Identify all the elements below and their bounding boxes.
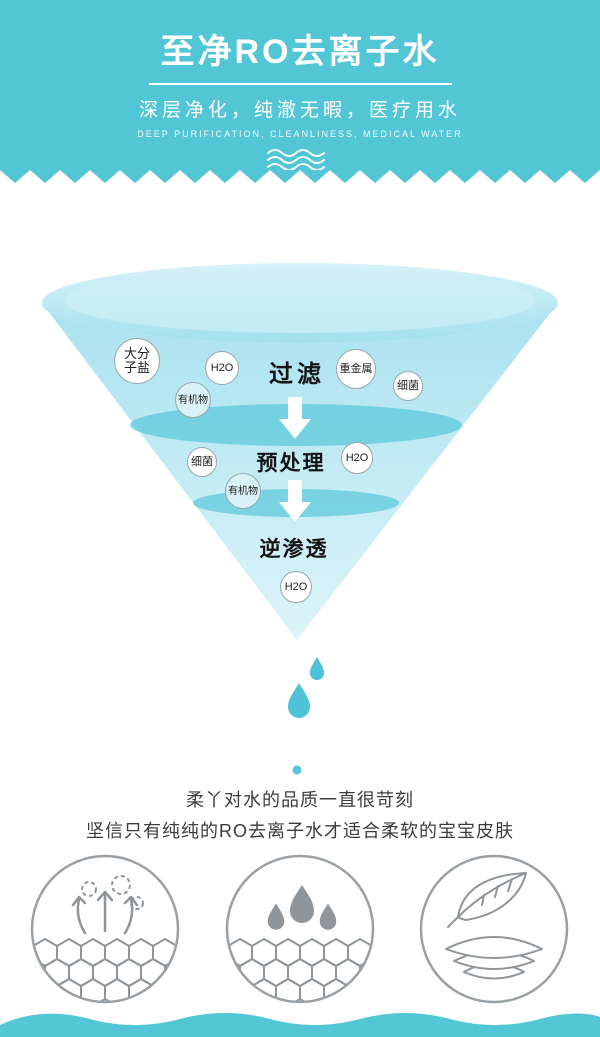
breathable-icon xyxy=(30,854,180,1004)
funnel-bubble-bacteria: 细菌 xyxy=(187,447,217,477)
water-drops-icon xyxy=(225,854,375,1004)
funnel-bubble-h2o: H2O xyxy=(280,571,312,603)
funnel-bubble-macromolecular-salt: 大分子盐 xyxy=(114,338,160,384)
funnel-graphic xyxy=(42,263,558,775)
arrow-down-icon xyxy=(279,397,311,439)
feature-soft xyxy=(418,853,570,1005)
water-dot xyxy=(292,765,302,775)
caption-line-1: 柔丫对水的品质一直很苛刻 xyxy=(186,790,414,810)
header-subtitle: 深层净化，纯澈无暇，医疗用水 xyxy=(138,100,461,121)
caption-line-2: 坚信只有纯纯的RO去离子水才适合柔软的宝宝皮肤 xyxy=(86,821,514,841)
funnel-cone xyxy=(42,303,558,640)
stage-label-filter: 过滤 xyxy=(269,361,325,388)
waves-icon xyxy=(0,147,600,178)
funnel-bubble-h2o: H2O xyxy=(205,351,239,385)
zigzag-edge xyxy=(0,170,600,183)
feature-breathable xyxy=(29,853,181,1005)
arrow-down-icon xyxy=(279,480,311,522)
funnel-bubble-h2o: H2O xyxy=(341,442,373,474)
feature-absorbent xyxy=(224,853,376,1005)
feather-soft-icon xyxy=(419,854,569,1004)
funnel-diagram: 过滤 预处理 逆渗透 大分子盐 H2O 重金属 细菌 有机物 细菌 H2O 有机… xyxy=(0,185,600,785)
stage-label-reverse-osmosis: 逆渗透 xyxy=(259,538,329,561)
funnel-bubble-organics: 有机物 xyxy=(175,382,211,418)
header-subtitle-en: Deep Purification, Cleanliness, Medical … xyxy=(137,129,463,139)
stage-label-pretreatment: 预处理 xyxy=(256,452,326,475)
funnel-bubble-bacteria: 细菌 xyxy=(393,371,423,401)
bottom-wave xyxy=(0,1013,600,1037)
water-drop-large-icon xyxy=(288,683,310,718)
header-banner: 至净RO去离子水 深层净化，纯澈无暇，医疗用水 Deep Purificatio… xyxy=(0,0,600,171)
water-drop-small-icon xyxy=(310,657,324,680)
page-title: 至净RO去离子水 xyxy=(148,24,452,85)
funnel-bubble-organics: 有机物 xyxy=(225,473,261,509)
funnel-bubble-heavy-metal: 重金属 xyxy=(336,349,376,389)
